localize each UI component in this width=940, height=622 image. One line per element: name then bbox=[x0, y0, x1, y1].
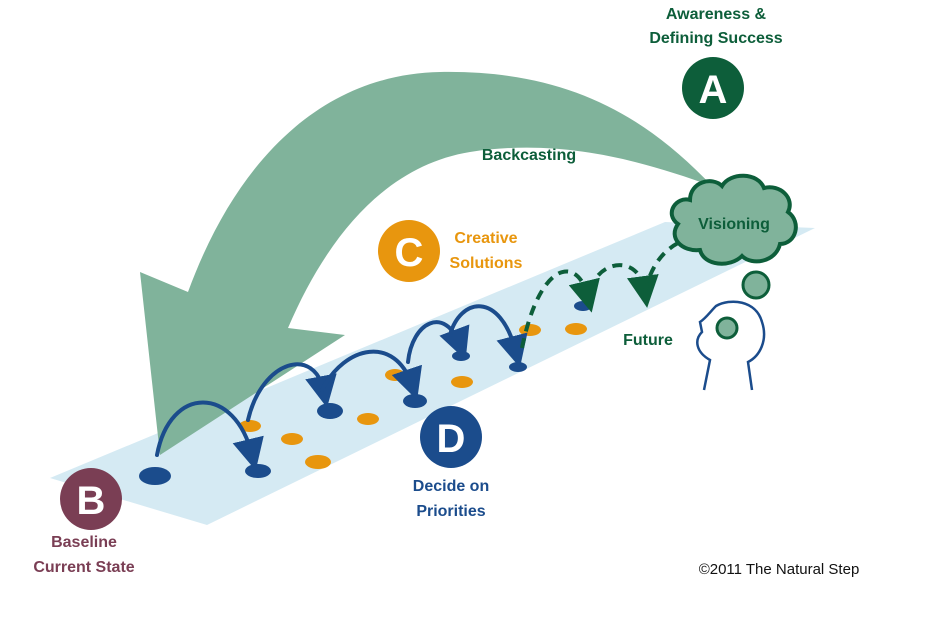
step-d-circle bbox=[420, 406, 482, 468]
orange-dot bbox=[451, 376, 473, 388]
copyright-text: ©2011 The Natural Step bbox=[699, 561, 860, 578]
step-b-label-line1: Baseline bbox=[51, 534, 117, 551]
dashed-arrow bbox=[588, 263, 659, 308]
navy-dot bbox=[403, 394, 427, 408]
visioning-label: Visioning bbox=[698, 216, 770, 233]
step-c-label-line2: Solutions bbox=[450, 255, 523, 272]
step-b-circle bbox=[60, 468, 122, 530]
hop-arrow bbox=[155, 400, 264, 471]
backcasting-arrow bbox=[140, 71, 712, 455]
hop-arrow bbox=[406, 320, 470, 364]
step-c-letter: C bbox=[395, 231, 424, 275]
hop-arrow bbox=[320, 349, 422, 401]
head-icon bbox=[696, 300, 766, 391]
step-a-label-line1: Awareness & bbox=[666, 6, 767, 23]
step-d-label-line1: Decide on bbox=[413, 478, 489, 495]
navy-dot bbox=[245, 464, 271, 478]
orange-dot bbox=[385, 369, 405, 381]
orange-dot bbox=[565, 323, 587, 335]
navy-dot bbox=[317, 403, 343, 419]
backcasting-label: Backcasting bbox=[482, 147, 576, 164]
dashed-arrow bbox=[643, 240, 681, 293]
step-d-letter: D bbox=[437, 417, 466, 461]
hop-arrows bbox=[155, 304, 528, 471]
dashed-future-arrows bbox=[520, 240, 681, 349]
step-a-label-line2: Defining Success bbox=[649, 30, 782, 47]
step-c-circle bbox=[378, 220, 440, 282]
step-b-letter: B bbox=[77, 479, 106, 523]
hop-arrow bbox=[246, 362, 337, 422]
navy-dot bbox=[452, 351, 470, 361]
orange-dot bbox=[357, 413, 379, 425]
visioning-cloud bbox=[669, 173, 798, 266]
orange-dot bbox=[519, 324, 541, 336]
navy-dot bbox=[509, 362, 527, 372]
future-label: Future bbox=[623, 332, 673, 349]
step-a-circle bbox=[682, 57, 744, 119]
step-d-label-line2: Priorities bbox=[416, 503, 485, 520]
navy-dot bbox=[139, 467, 171, 485]
navy-dot bbox=[574, 301, 592, 311]
hop-arrow bbox=[448, 304, 528, 368]
orange-dot bbox=[281, 433, 303, 445]
orange-dot bbox=[239, 420, 261, 432]
thought-bubble-small bbox=[715, 316, 739, 340]
thought-bubble-medium bbox=[741, 270, 771, 300]
orange-dot bbox=[305, 455, 331, 469]
step-c-label-line1: Creative bbox=[454, 230, 517, 247]
step-b-label-line2: Current State bbox=[33, 559, 134, 576]
step-a-letter: A bbox=[699, 68, 728, 112]
